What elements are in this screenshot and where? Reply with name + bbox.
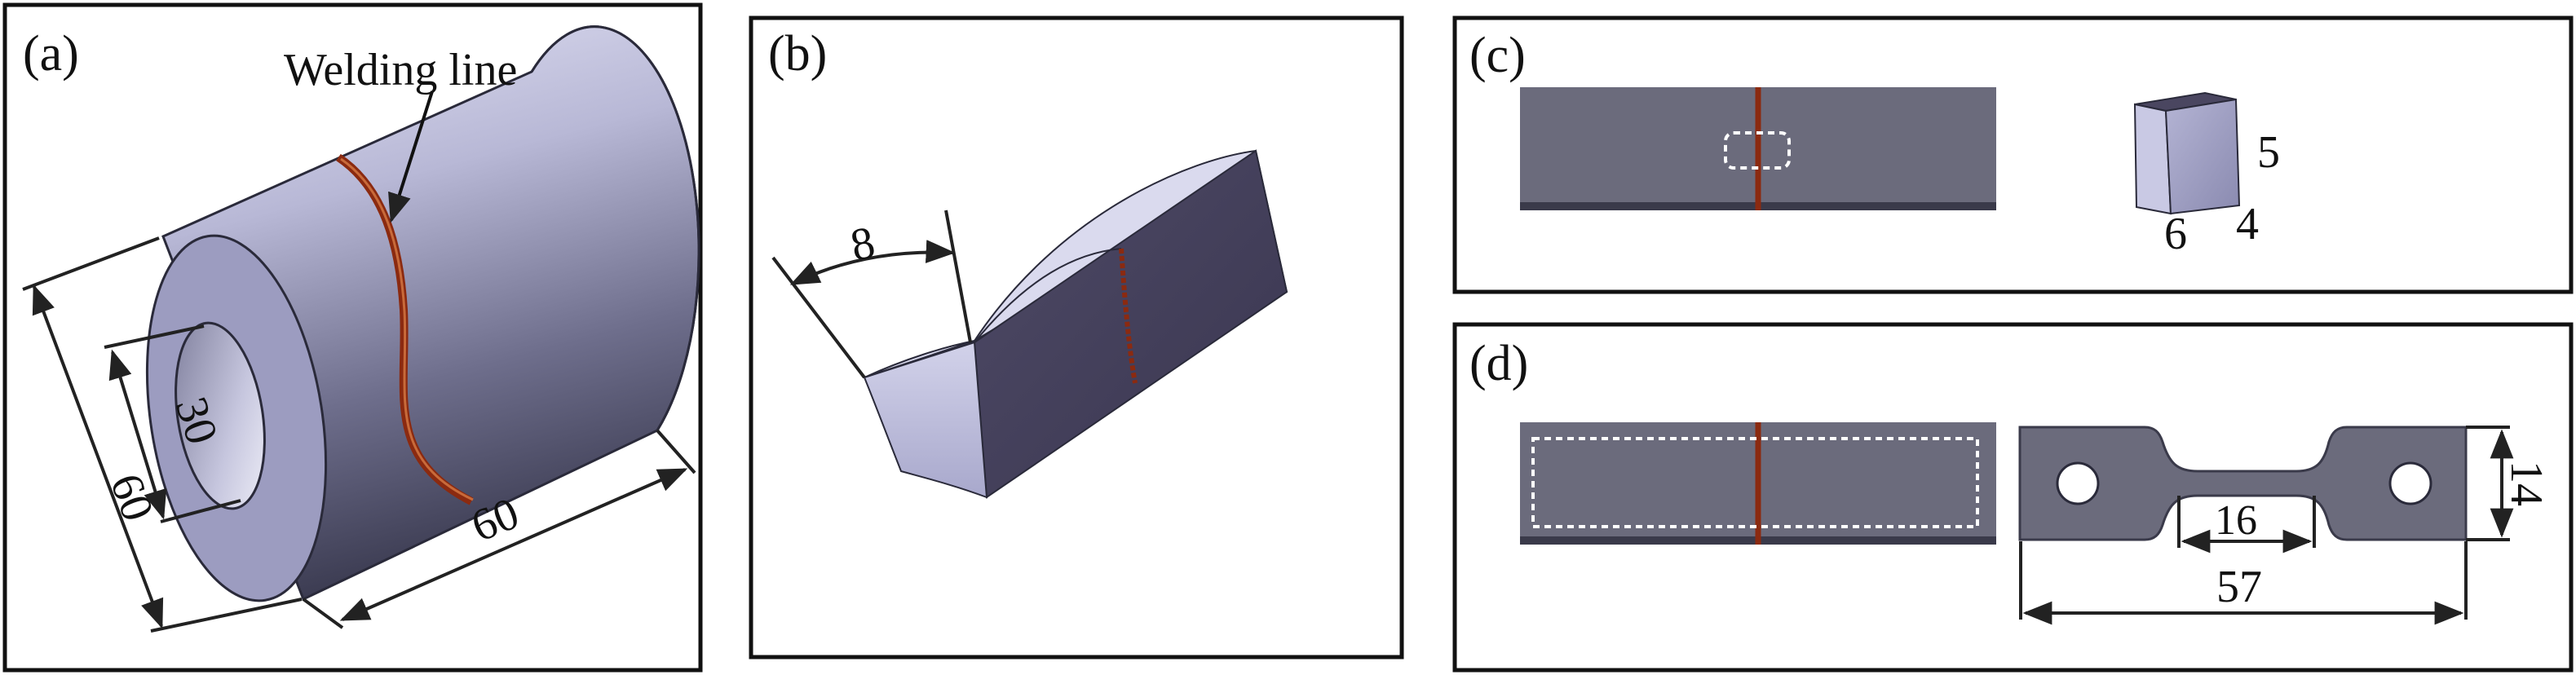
sample-front-face	[863, 341, 988, 499]
ext-line	[160, 499, 241, 523]
dim-height-c: 5	[2257, 127, 2280, 178]
dim-width-b	[789, 240, 956, 285]
dim-outer-diameter	[32, 284, 164, 629]
dim-gauge-length-label: 16	[2215, 497, 2257, 544]
cylinder-bore	[175, 321, 266, 510]
ext-line	[302, 598, 344, 629]
panel-d-label: (d)	[1469, 336, 1528, 391]
callout-arrow	[388, 90, 434, 223]
cylinder-back-rim	[530, 25, 700, 431]
ext-line	[944, 210, 972, 343]
sample-top-arc	[974, 248, 1122, 343]
weld-line-highlight	[340, 157, 474, 501]
specimen-hole-right	[2388, 461, 2432, 505]
panel-b: 8 (b)	[749, 15, 1404, 660]
panel-a: 60 30 60 Welding line (a)	[2, 2, 703, 673]
cube-side	[2164, 98, 2241, 215]
callout-welding-line: Welding line	[284, 45, 517, 95]
panel-c: 5 6 4 (c)	[1452, 15, 2574, 294]
dim-inner-diameter	[108, 349, 167, 520]
specimen-hole-left	[2056, 461, 2100, 505]
panel-d: 16 57 14 (d)	[1452, 322, 2574, 673]
ext-line	[150, 598, 303, 633]
ext-line	[22, 236, 160, 291]
cube-front	[2133, 103, 2172, 215]
panel-c-label: (c)	[1469, 28, 1526, 83]
weld-line-b	[1119, 248, 1138, 384]
panel-b-label: (b)	[768, 26, 827, 82]
dim-width-d-label: 14	[2501, 461, 2552, 506]
panel-a-label: (a)	[23, 26, 79, 82]
sample-outline-c	[1724, 131, 1791, 170]
ext-line	[104, 324, 205, 349]
sample-outline-d	[1531, 437, 1979, 528]
ext-line	[771, 256, 866, 379]
dim-length-c: 6	[2164, 209, 2187, 259]
dim-total-length-label: 57	[2216, 562, 2262, 612]
dim-length	[339, 468, 688, 621]
dim-width-c: 4	[2236, 199, 2259, 249]
ext-line	[656, 429, 696, 474]
